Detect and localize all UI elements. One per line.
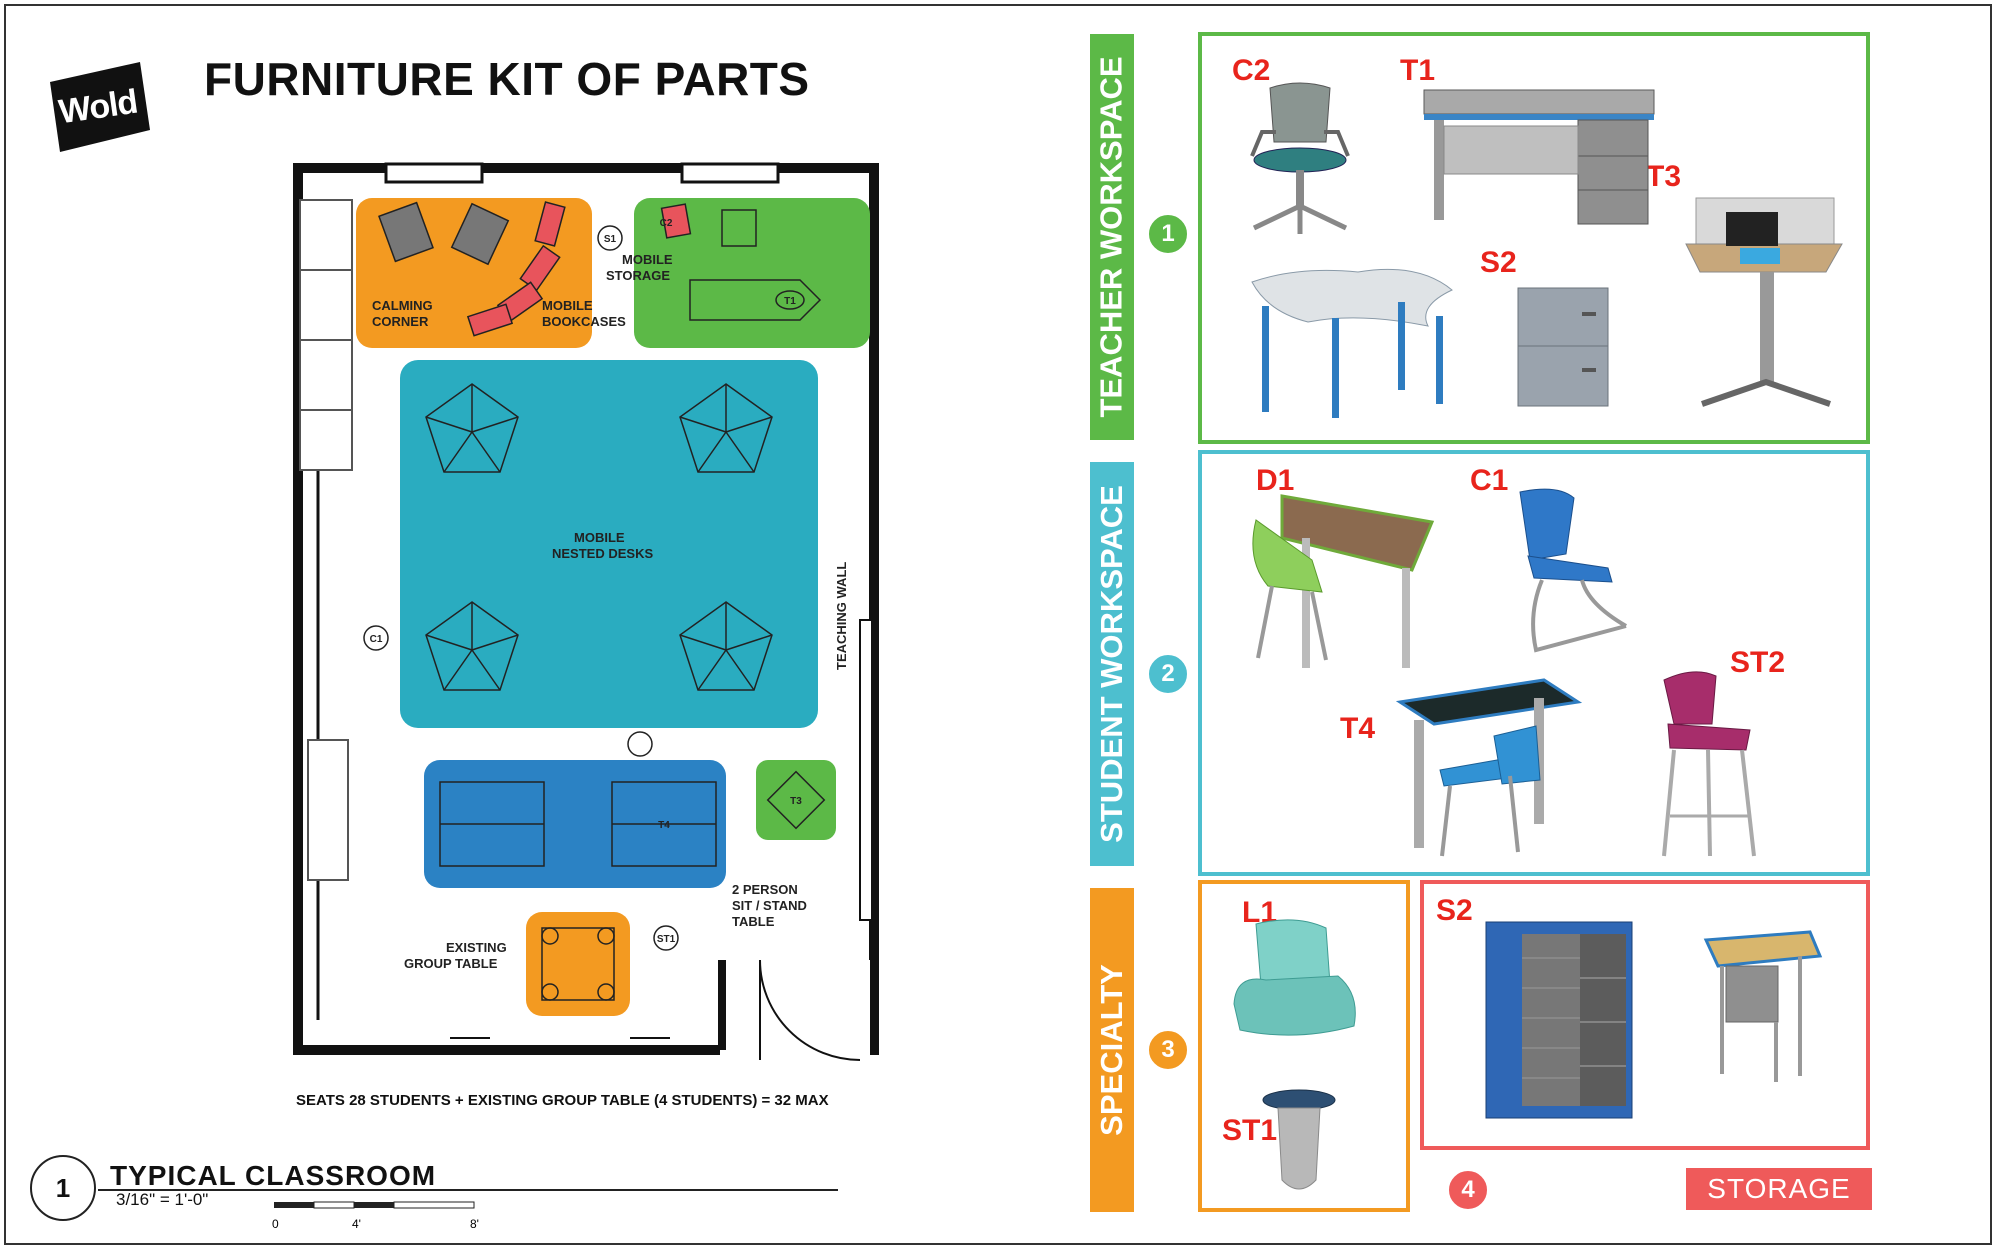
c2-task-chair-icon <box>1250 82 1350 234</box>
t4-sitstand-table-icon <box>1395 678 1583 857</box>
student-panel <box>1198 450 1870 876</box>
seats-note: SEATS 28 STUDENTS + EXISTING GROUP TABLE… <box>296 1092 829 1109</box>
specialty-panel <box>1198 880 1410 1212</box>
label-bookcases-l2: BOOKCASES <box>542 314 626 329</box>
code-st1: ST1 <box>1222 1114 1278 1147</box>
wold-logo: Wold <box>44 58 152 156</box>
label-nested-l1: MOBILE <box>574 530 625 545</box>
code-s2-teacher: S2 <box>1480 246 1517 279</box>
nested-desk-clusters <box>425 383 773 691</box>
s2-mobile-storage-icon <box>1485 921 1633 1119</box>
d1-student-desk-chair-icon <box>1252 494 1435 668</box>
tag-s1 <box>597 225 623 251</box>
tag-c1-text: C1 <box>370 634 383 645</box>
sitstand-tables <box>439 781 717 867</box>
code-t3: T3 <box>1646 160 1682 193</box>
drawing-scale: 3/16" = 1'-0" <box>116 1190 209 1209</box>
page-title: FURNITURE KIT OF PARTS <box>204 53 810 105</box>
small-desk-icon <box>1703 930 1823 1082</box>
calming-furniture <box>378 201 566 337</box>
tag-s1-text: S1 <box>604 234 617 245</box>
logo-shape <box>50 62 150 152</box>
sheet-border <box>4 4 1992 1245</box>
collaborative-desk-icon <box>1251 268 1453 418</box>
tag-t4-text: T4 <box>658 820 670 831</box>
tag-c1 <box>363 625 389 651</box>
badge-2: 2 <box>1146 652 1190 696</box>
tag-st1-text: ST1 <box>657 934 676 945</box>
scale-tick-8: 8' <box>470 1217 479 1231</box>
nested-desks-zone <box>400 360 818 728</box>
walls <box>293 162 879 1061</box>
drawing-title: TYPICAL CLASSROOM <box>110 1160 437 1191</box>
tag-st1 <box>653 925 679 951</box>
tag-c2-text: C2 <box>660 218 673 229</box>
badge-1: 1 <box>1146 212 1190 256</box>
group-table <box>541 927 615 1001</box>
teacher-furniture <box>660 203 822 321</box>
label-bookcases-l1: MOBILE <box>542 298 593 313</box>
section-label-teacher: TEACHER WORKSPACE <box>1090 34 1134 440</box>
label-teaching-wall: TEACHING WALL <box>834 562 849 670</box>
sitstand-zone <box>424 760 726 888</box>
label-calming-l1: CALMING <box>372 298 433 313</box>
s2-file-cabinet-icon <box>1517 287 1609 407</box>
label-existing-l1: EXISTING <box>446 940 507 955</box>
t3-desk <box>766 770 826 830</box>
badge-3: 3 <box>1146 1028 1190 1072</box>
section-label-student: STUDENT WORKSPACE <box>1090 462 1134 866</box>
code-t1: T1 <box>1400 54 1436 87</box>
label-nested-l2: NESTED DESKS <box>552 546 653 561</box>
scale-tick-4: 4' <box>352 1217 361 1231</box>
label-sitstand-l1: 2 PERSON <box>732 882 798 897</box>
code-d1: D1 <box>1256 464 1295 497</box>
tag-c3 <box>627 731 653 757</box>
storage-tag: STORAGE <box>1686 1168 1872 1210</box>
c1-cantilever-chair-icon <box>1519 488 1628 653</box>
logo-text: Wold <box>56 82 140 131</box>
drawing-number: 1 <box>30 1155 96 1221</box>
code-t4: T4 <box>1340 712 1376 745</box>
title-underline: 0 4' 8' <box>98 1188 848 1243</box>
badge-4: 4 <box>1446 1168 1490 1212</box>
tag-t1-text: T1 <box>784 296 796 307</box>
code-c1: C1 <box>1470 464 1509 497</box>
st2-stool-icon <box>1662 671 1756 857</box>
code-st2: ST2 <box>1730 646 1786 679</box>
group-table-zone <box>526 912 630 1016</box>
label-existing-l2: GROUP TABLE <box>404 956 498 971</box>
label-sitstand-l2: SIT / STAND <box>732 898 807 913</box>
storage-panel <box>1420 880 1870 1150</box>
label-calming-l2: CORNER <box>372 314 429 329</box>
section-label-specialty: SPECIALTY <box>1090 888 1134 1212</box>
code-c2: C2 <box>1232 54 1271 87</box>
l1-lounge-rocker-icon <box>1233 919 1356 1036</box>
scale-tick-0: 0 <box>272 1217 279 1231</box>
t3-zone <box>756 760 836 840</box>
t3-sitstand-lectern-icon <box>1685 197 1843 407</box>
st1-wobble-stool-icon <box>1262 1089 1336 1190</box>
label-sitstand-l3: TABLE <box>732 914 775 929</box>
teacher-panel <box>1198 32 1870 444</box>
label-storage-l1: MOBILE <box>622 252 673 267</box>
code-s2-storage: S2 <box>1436 894 1473 927</box>
t1-teacher-desk-icon <box>1423 89 1655 225</box>
label-storage-l2: STORAGE <box>606 268 670 283</box>
tag-t3-text: T3 <box>790 796 802 807</box>
